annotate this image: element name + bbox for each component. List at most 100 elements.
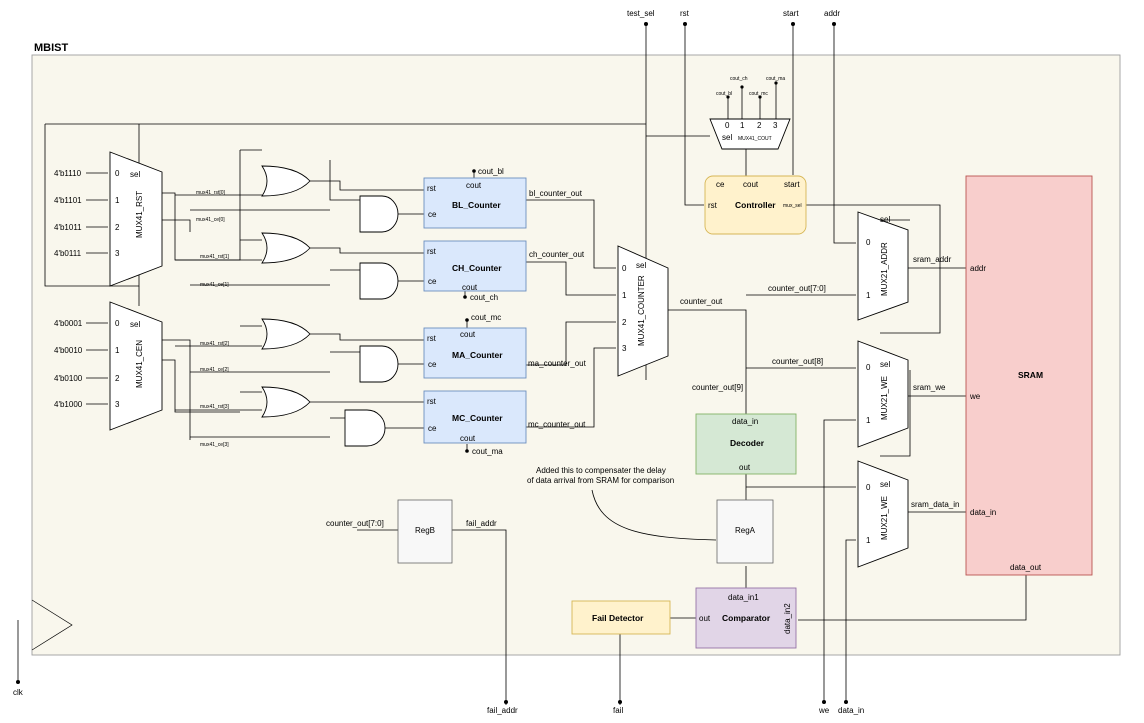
decoder-data-in-port: data_in — [732, 417, 758, 426]
mux-din-name: MUX21_WE — [880, 496, 889, 540]
mux-cout-port-1: 1 — [740, 121, 745, 130]
comparator-data-in2-port: data_in2 — [783, 603, 792, 634]
clock-triangle-icon — [31, 599, 73, 651]
mux-din-port-0: 0 — [866, 483, 871, 492]
we-label: we — [818, 706, 830, 715]
data-in-dot — [844, 700, 848, 704]
we-dot — [822, 700, 826, 704]
mux-addr-name: MUX21_ADDR — [880, 242, 889, 296]
mc-counter-rst-port: rst — [427, 397, 437, 406]
addr-label: addr — [824, 9, 840, 18]
mux-rst-input-0: 4'b1110 — [54, 169, 82, 178]
comparator-data-in1-port: data_in1 — [728, 593, 759, 602]
mc-counter-ce-port: ce — [428, 424, 437, 433]
fail-detector-name: Fail Detector — [592, 613, 644, 623]
ma-counter-rst-port: rst — [427, 334, 437, 343]
mux-counter-port-0: 0 — [622, 264, 627, 273]
mux41-cen: sel 0 1 2 3 MUX41_CEN — [109, 301, 163, 431]
controller-name: Controller — [735, 200, 776, 210]
regb: RegB — [397, 499, 453, 564]
mux-cen-input-0: 4'b0001 — [54, 319, 83, 328]
net-mux41-rst-3: mux41_rst[3] — [200, 404, 230, 410]
bl-counter-cout-port: cout — [466, 181, 482, 190]
ma-counter-name: MA_Counter — [452, 350, 503, 360]
mux-cen-input-3: 4'b1000 — [54, 400, 83, 409]
fail-addr-dot — [504, 700, 508, 704]
mux-counter-port-1: 1 — [622, 291, 627, 300]
sram-addr-port: addr — [970, 264, 986, 273]
bl-counter-out-net: bl_counter_out — [529, 189, 583, 198]
sram-we-port: we — [969, 392, 981, 401]
rst-dot — [683, 22, 687, 26]
sram-name: SRAM — [1018, 370, 1043, 380]
net-mux41-ce-1: mux41_ce[1] — [200, 282, 229, 288]
wires — [17, 24, 1027, 705]
cout-mc-dot — [465, 318, 469, 322]
mux-addr-port-0: 0 — [866, 238, 871, 247]
mc-counter-out-net: mc_counter_out — [528, 420, 586, 429]
mux-we-sel-label: sel — [880, 360, 890, 369]
mux-cen-port-0: 0 — [115, 319, 120, 328]
mux21-addr: sel 0 1 MUX21_ADDR — [857, 211, 909, 321]
controller-cout-port: cout — [743, 180, 759, 189]
net-mux41-ce-0: mux41_ce[0] — [196, 217, 225, 223]
start-label: start — [783, 9, 799, 18]
mux-cout-input-2: cout_mc — [749, 91, 768, 97]
mux-cout-sel-label: sel — [722, 133, 732, 142]
mux-rst-name: MUX41_RST — [135, 191, 144, 238]
net-mux41-rst-2: mux41_rst[2] — [200, 341, 230, 347]
mc-counter: rst ce cout MC_Counter — [423, 390, 527, 444]
net-mux41-rst-1: mux41_rst[1] — [200, 254, 230, 260]
mux-rst-sel-label: sel — [130, 170, 140, 179]
cout-ch-dot — [463, 295, 467, 299]
addr-dot — [832, 22, 836, 26]
regb-name: RegB — [415, 526, 435, 535]
controller-start-port: start — [784, 180, 800, 189]
mux-cout-port-0: 0 — [725, 121, 730, 130]
decoder-out-port: out — [739, 463, 751, 472]
mux-cout-name: MUX41_COUT — [738, 136, 772, 142]
ch-counter-name: CH_Counter — [452, 263, 502, 273]
regb-in-net: counter_out[7:0] — [326, 519, 384, 528]
mux41-cout: 0 1 2 3 sel MUX41_COUT — [709, 118, 791, 150]
mux-rst-input-3: 4'b0111 — [54, 249, 82, 258]
decoder: data_in Decoder out — [695, 413, 797, 475]
mux-counter-port-3: 3 — [622, 344, 627, 353]
fail-addr-label: fail_addr — [487, 706, 518, 715]
decoder-name: Decoder — [730, 438, 765, 448]
rega-name: RegA — [735, 526, 756, 535]
counter-out-7-0-net: counter_out[7:0] — [768, 284, 826, 293]
mux-rst-input-2: 4'b1011 — [54, 223, 82, 232]
mux-din-sel-label: sel — [880, 480, 890, 489]
mux-we-name: MUX21_WE — [880, 376, 889, 420]
ch-counter: rst ce cout CH_Counter — [423, 240, 527, 292]
rst-label: rst — [680, 9, 690, 18]
counter-out-8-net: counter_out[8] — [772, 357, 823, 366]
sram-data-in-net: sram_data_in — [911, 500, 959, 509]
clk-dot — [16, 680, 20, 684]
comparator-out-port: out — [699, 614, 711, 623]
mux21-we: sel 0 1 MUX21_WE — [857, 340, 909, 448]
mux-cout-port-3: 3 — [773, 121, 778, 130]
mux-cout-in0-dot — [726, 95, 730, 99]
net-mux41-ce-3: mux41_ce[3] — [200, 442, 229, 448]
bl-counter: rst ce cout BL_Counter — [423, 177, 527, 229]
fail-dot — [618, 700, 622, 704]
mux-we-port-1: 1 — [866, 416, 871, 425]
bl-counter-ce-port: ce — [428, 210, 437, 219]
ma-counter-ce-port: ce — [428, 360, 437, 369]
mux-cen-port-1: 1 — [115, 346, 120, 355]
mux-we-port-0: 0 — [866, 363, 871, 372]
mux-rst-input-1: 4'b1101 — [54, 196, 82, 205]
mux41-rst: sel 0 1 2 3 MUX41_RST — [109, 151, 163, 287]
sram-addr-net: sram_addr — [913, 255, 952, 264]
mux-cen-port-3: 3 — [115, 400, 120, 409]
controller: ce cout start rst Controller mux_sel — [704, 175, 807, 235]
comparator-name: Comparator — [722, 613, 771, 623]
or-gates — [261, 165, 311, 418]
ma-counter-out-net: ma_counter_out — [528, 359, 587, 368]
mux-cen-sel-label: sel — [130, 320, 140, 329]
test-sel-dot — [644, 22, 648, 26]
cout-mc-net: cout_mc — [471, 313, 501, 322]
